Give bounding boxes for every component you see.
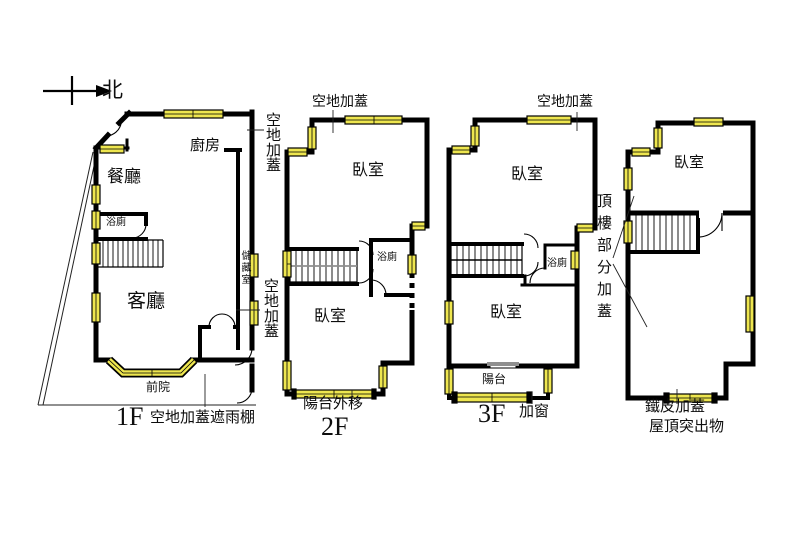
room-label-bedroom-roof: 臥室 [674,155,705,171]
annotation-vacant-addition-3f: 空地加蓋 [537,95,593,110]
pointer-lines [332,110,353,403]
bay-window [105,356,198,378]
annotation-vacant-addition-1f-top: 空地加蓋 [264,112,280,172]
room-label-kitchen: 廚房 [190,138,221,154]
floor-label-2f: 2F [321,412,349,441]
floor-plan-roof [612,117,756,404]
doors [523,233,546,284]
room-label-bedroom-2f-front: 臥室 [314,308,347,325]
windows [623,117,755,404]
windows [91,109,259,326]
sliding-door [487,362,519,369]
stairs [98,239,164,268]
annotation-rooftop-addition: 頂樓部分加蓋 [595,193,611,325]
annotation-metal-addition: 鐵皮加蓋 [645,399,706,415]
floor-label-3f: 3F [478,399,506,428]
floor-plan-1f [37,109,264,407]
walls [92,109,255,393]
doors [358,240,387,296]
annotation-vacant-addition-2f: 空地加蓋 [312,95,368,110]
room-label-living: 客廳 [127,291,166,312]
pointer-lines [612,195,678,404]
room-label-front-yard: 前院 [146,380,171,394]
windows [282,115,426,400]
annotation-added-window: 加窗 [519,404,550,420]
room-label-bedroom-3f-front: 臥室 [490,304,523,321]
stairs [450,246,523,274]
room-label-bath-2f: 浴廁 [377,252,397,263]
north-label: 北 [102,78,123,102]
room-label-storage: 儲藏室 [239,250,250,286]
room-label-bath-3f: 浴廁 [547,258,567,269]
room-label-bedroom-2f-rear: 臥室 [352,162,385,179]
annotation-rain-shelter: 空地加蓋遮雨棚 [150,410,256,426]
doors [697,212,723,238]
floor-label-1f: 1F [116,402,144,431]
lot-boundary [37,151,256,406]
door-gap [699,209,723,218]
floor-plan-3f [444,112,598,404]
stairs [289,251,358,283]
room-label-dining: 餐廳 [107,167,141,186]
pointer-lines [531,112,578,404]
north-arrow-icon [43,76,112,105]
doors [106,123,253,404]
annotation-vacant-addition-1f-right: 空地加蓋 [262,278,278,338]
room-label-bath-1f: 浴廁 [106,217,126,228]
floor-plan-2f [282,110,430,403]
room-label-bedroom-3f-rear: 臥室 [511,166,544,183]
room-label-balcony-3f: 陽台 [482,372,507,386]
annotation-roof-protrusion: 屋頂突出物 [649,419,725,435]
pointer-lines [204,129,264,407]
stairs [635,215,691,252]
windows [444,115,594,404]
annotation-balcony-moved: 陽台外移 [303,396,364,412]
